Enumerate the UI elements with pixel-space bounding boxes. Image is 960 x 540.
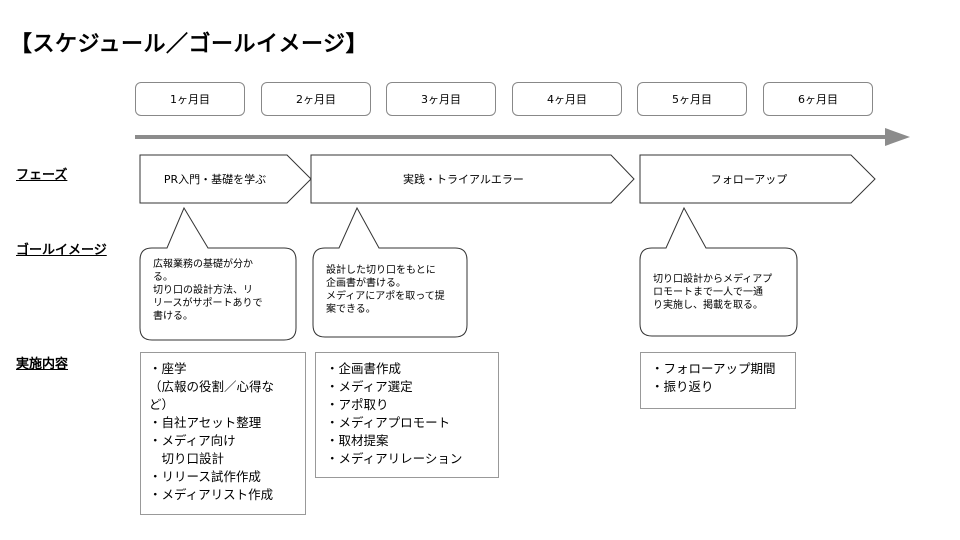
goal-2-line: 設計した切り口をもとに (326, 265, 436, 276)
goal-1-text: 広報業務の基礎が分か る。 切り口の設計方法、リ リースがサポートありで 書ける… (153, 258, 263, 323)
goal-2-line: メディアにアポを取って提 (326, 291, 445, 302)
goal-2-text: 設計した切り口をもとに 企画書が書ける。 メディアにアポを取って提 案できる。 (326, 264, 445, 316)
task-item: ・企画書作成 (326, 361, 402, 376)
task-item: ・自社アセット整理 (149, 415, 262, 430)
phase-3-label: フォローアップ (710, 173, 788, 186)
task-item: ど） (149, 397, 175, 412)
row-label-phase: フェーズ (16, 168, 68, 183)
task-item: ・アポ取り (326, 397, 389, 412)
goal-1-line: リースがサポートありで (153, 298, 263, 309)
task-item: ・座学 (149, 361, 187, 376)
goal-1-line: 書ける。 (153, 311, 193, 322)
goal-2-line: 案できる。 (326, 304, 376, 315)
phase-chevron-2 (310, 154, 635, 204)
task-item: ・メディア選定 (326, 379, 413, 394)
month-1-box: 1ヶ月目 (135, 82, 245, 116)
month-6-box: 6ヶ月目 (763, 82, 873, 116)
task-item: ・リリース試作作成 (149, 469, 261, 484)
goal-3-text: 切り口設計からメディアプ ロモートまで一人で一通 り実施し、掲載を取る。 (653, 273, 772, 312)
task-item: ・メディアリレーション (326, 451, 463, 466)
month-4-box: 4ヶ月目 (512, 82, 622, 116)
row-label-tasks: 実施内容 (16, 357, 69, 372)
phase-1-label: PR入門・基礎を学ぶ (163, 173, 267, 186)
phase-2-label: 実践・トライアルエラー (403, 173, 524, 186)
month-3-box: 3ヶ月目 (386, 82, 496, 116)
task-item: ・振り返り (651, 379, 714, 394)
goal-callout-1 (139, 206, 297, 341)
task-item: ・取材提案 (326, 433, 389, 448)
tasks-box-1: ・座学 （広報の役割／心得な ど） ・自社アセット整理 ・メディア向け 切り口設… (140, 352, 306, 515)
goal-1-line: 広報業務の基礎が分か (153, 259, 253, 270)
month-2-box: 2ヶ月目 (261, 82, 371, 116)
goal-2-line: 企画書が書ける。 (326, 278, 406, 289)
task-item: ・メディア向け (149, 433, 236, 448)
phase-chevron-1 (139, 154, 312, 204)
goal-3-line: り実施し、掲載を取る。 (653, 300, 763, 311)
tasks-box-3: ・フォローアップ期間 ・振り返り (640, 352, 796, 409)
task-item: ・メディアリスト作成 (149, 487, 274, 502)
tasks-box-2: ・企画書作成 ・メディア選定 ・アポ取り ・メディアプロモート ・取材提案 ・メ… (315, 352, 499, 478)
goal-1-line: る。 (153, 272, 173, 283)
goal-3-line: ロモートまで一人で一通 (653, 287, 763, 298)
timeline-arrow-head (885, 128, 910, 146)
row-label-goal: ゴールイメージ (16, 243, 107, 258)
month-5-box: 5ヶ月目 (637, 82, 747, 116)
goal-callout-2 (312, 206, 468, 338)
page-title: 【スケジュール／ゴールイメージ】 (10, 32, 369, 57)
task-item: 切り口設計 (149, 451, 225, 466)
task-item: （広報の役割／心得な (149, 379, 275, 394)
goal-1-line: 切り口の設計方法、リ (153, 285, 253, 296)
goal-callout-3 (639, 206, 798, 337)
phase-chevron-3 (639, 154, 876, 204)
task-item: ・メディアプロモート (326, 415, 451, 430)
goal-3-line: 切り口設計からメディアプ (653, 274, 773, 285)
task-item: ・フォローアップ期間 (651, 361, 776, 376)
